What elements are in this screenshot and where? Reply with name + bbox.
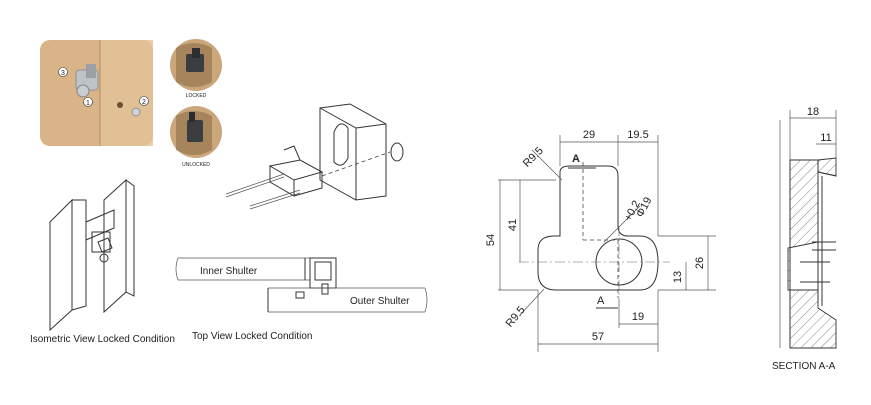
dim-height-inner: 41: [507, 219, 519, 231]
dim-top-right: 19.5: [627, 129, 648, 141]
dim-top-width: 29: [583, 129, 595, 141]
svg-text:2: 2: [142, 99, 146, 106]
product-photo-installed: 3 1 2: [40, 40, 153, 146]
locked-label: LOCKED: [186, 93, 207, 99]
isometric-view: Isometric View Locked Condition: [30, 178, 175, 345]
dim-height-total: 54: [485, 234, 497, 246]
unlocked-label: UNLOCKED: [182, 162, 210, 168]
section-mark-bottom: A: [597, 295, 605, 307]
section-dim-outer: 18: [807, 106, 819, 118]
cutout-drawing: 29 19.5 R9.5 A 54 41 +0.2 Φ19 26 13 R9.5…: [485, 129, 716, 352]
exploded-assembly: [225, 103, 404, 210]
isometric-caption: Isometric View Locked Condition: [30, 334, 175, 345]
top-view: Inner Shulter Outer Shulter Top View Loc…: [175, 257, 428, 342]
dim-hole-dia: Φ19: [634, 195, 654, 219]
locked-state-photo: LOCKED: [170, 39, 222, 99]
unlocked-state-photo: UNLOCKED: [170, 106, 222, 168]
dim-bottom-total: 57: [592, 331, 604, 343]
dim-radius-top: R9.5: [521, 145, 546, 170]
top-view-caption: Top View Locked Condition: [192, 331, 312, 342]
section-mark-top: A: [572, 153, 580, 165]
section-title: SECTION A-A: [772, 361, 836, 372]
svg-text:1: 1: [86, 100, 90, 107]
dim-hole-height: 13: [672, 271, 684, 283]
svg-text:3: 3: [61, 70, 65, 77]
callout-3: 3: [58, 67, 68, 77]
dim-right-height: 26: [694, 257, 706, 269]
section-a-a: 18 11 SECTION A-A: [772, 106, 837, 372]
inner-shutter-label: Inner Shulter: [200, 266, 258, 277]
callout-1: 1: [83, 97, 93, 107]
callout-2: 2: [139, 96, 149, 106]
outer-shutter-label: Outer Shulter: [350, 296, 410, 307]
section-dim-inner: 11: [820, 132, 831, 144]
dim-bottom-right: 19: [632, 311, 644, 323]
dim-radius-bottom: R9.5: [504, 304, 528, 330]
